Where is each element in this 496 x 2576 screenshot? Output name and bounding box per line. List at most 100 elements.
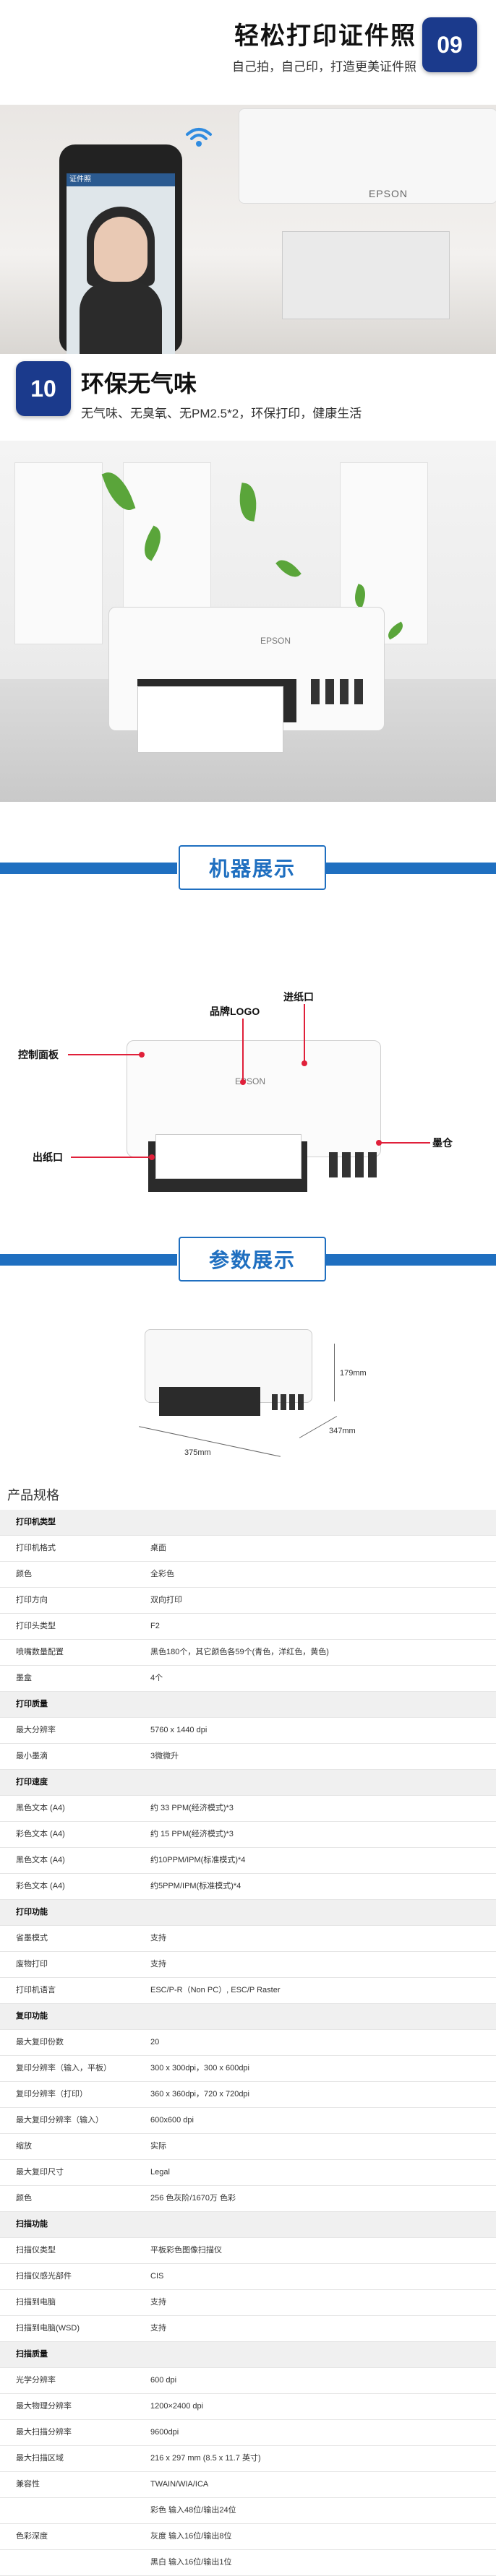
depth-dimension: 347mm [329,1427,356,1435]
machine-heading-title: 机器展示 [179,845,326,890]
section-10-badge: 10 [16,361,71,416]
ink-tank [325,679,334,704]
spec-key: 扫描质量 [16,2350,48,2359]
spec-row: 彩色文本 (A4) 约5PPM/IPM(标准模式)*4 [0,1874,496,1900]
spec-value: 支持 [150,2298,166,2307]
ink-tank [340,679,349,704]
heading-bar-right [325,863,496,874]
spec-key: 打印速度 [16,1778,48,1786]
spec-key: 打印方向 [16,1596,48,1604]
spec-key: 最大复印分辨率（输入） [16,2116,103,2125]
params-heading-title: 参数展示 [179,1237,326,1281]
spec-key: 颜色 [16,2194,32,2203]
printer-image: EPSON [108,607,385,787]
phone-screen: 证件照 [67,173,175,354]
ink-tank [342,1152,351,1177]
spec-key: 复印分辨率（输入，平板） [16,2064,111,2073]
spec-key: 兼容性 [16,2480,40,2489]
spec-row: 黑色文本 (A4)约 33 PPM(经济模式)*3 [0,1796,496,1822]
lead-dot [139,1052,145,1058]
callout-panel: 控制面板 [18,1049,59,1060]
spec-key: 彩色文本 (A4) [16,1830,65,1838]
spec-value: 600x600 dpi [150,2116,194,2125]
heading-bar-right [325,1254,496,1266]
spec-key: 光学分辨率 [16,2376,56,2385]
section-09-badge: 09 [422,17,477,72]
spec-row: 最大复印分辨率（输入） 600x600 dpi [0,2108,496,2134]
spec-value: 1200×2400 dpi [150,2402,204,2411]
spec-key: 最大扫描区域 [16,2454,64,2463]
smartphone: 证件照 [59,144,182,354]
spec-value: 216 x 297 mm (8.5 x 11.7 英寸) [150,2454,261,2463]
ink-tank [355,1152,364,1177]
spec-value: 约 15 PPM(经济模式)*3 [150,1830,234,1838]
dimension-printer [145,1329,325,1438]
spec-value: 支持 [150,1934,166,1942]
spec-row: 扫描到电脑(WSD)支持 [0,2316,496,2342]
spec-key: 缩放 [16,2142,32,2151]
lead-line [71,1157,150,1158]
ink-tank [289,1394,295,1410]
spec-row: 扫描仪类型平板彩色图像扫描仪 [0,2238,496,2264]
spec-key: 打印机格式 [16,1544,56,1552]
spec-key: 彩色文本 (A4) [16,1882,65,1890]
spec-row: 彩色文本 (A4) 约 15 PPM(经济模式)*3 [0,1822,496,1848]
printer-image: EPSON [239,108,496,325]
spec-value: 约5PPM/IPM(标准模式)*4 [150,1882,241,1890]
spec-row: 黑色文本 (A4)约10PPM/IPM(标准模式)*4 [0,1848,496,1874]
spec-key: 最大分辨率 [16,1726,56,1734]
spec-key: 喷嘴数量配置 [16,1648,64,1656]
printer-logo: EPSON [260,636,291,646]
spec-key: 最大物理分辨率 [16,2402,72,2411]
portrait-body [80,282,162,354]
spec-value: 实际 [150,2142,166,2151]
heading-bar-left [0,1254,177,1266]
machine-diagram: EPSON 进纸口 品牌LOGO 控制面板 墨仓 出纸口 [0,968,496,1206]
spec-key: 墨盒 [16,1674,32,1682]
spec-row: 缩放 实际 [0,2134,496,2160]
spec-key: 颜色 [16,1570,32,1578]
printed-paper [155,1134,302,1179]
spec-key: 打印质量 [16,1700,48,1708]
spec-key: 打印机类型 [16,1518,56,1526]
callout-out: 出纸口 [33,1151,63,1163]
spec-value: ESC/P-R（Non PC）, ESC/P Raster [150,1986,281,1994]
spec-row: 扫描到电脑 支持 [0,2290,496,2316]
section-10-subtitle: 无气味、无臭氧、无PM2.5*2，环保打印，健康生活 [81,407,362,420]
spec-row: 喷嘴数量配置黑色180个，其它颜色各59个(青色，洋红色，黄色) [0,1640,496,1666]
ink-tank [281,1394,286,1410]
spec-value: 360 x 360dpi，720 x 720dpi [150,2090,249,2099]
spec-key: 扫描仪感光部件 [16,2272,72,2281]
spec-value: 3微微升 [150,1752,179,1760]
spec-value: 300 x 300dpi，300 x 600dpi [150,2064,249,2073]
spec-row: 墨盒 4个 [0,1666,496,1692]
ink-tank [329,1152,338,1177]
spec-key: 扫描功能 [16,2220,48,2229]
heading-bar-left [0,863,177,874]
spec-key: 复印功能 [16,2012,48,2020]
spec-key: 打印机语言 [16,1986,56,1994]
spec-category-row: 打印功能 [0,1900,496,1926]
width-dimension: 375mm [184,1448,211,1457]
spec-value: 600 dpi [150,2376,177,2385]
spec-row: 复印分辨率（打印）360 x 360dpi，720 x 720dpi [0,2082,496,2108]
spec-value: 支持 [150,1960,166,1968]
spec-value: 全彩色 [150,1570,174,1578]
spec-value: 4个 [150,1674,163,1682]
spec-key: 最小墨滴 [16,1752,48,1760]
section-09: 轻松打印证件照 自己拍，自己印，打造更美证件照 09 证件照 EPSON [0,0,496,354]
spec-category-row: 打印机类型 [0,1510,496,1536]
spec-value: 约10PPM/IPM(标准模式)*4 [150,1856,246,1864]
spec-row: 最大物理分辨率 1200×2400 dpi [0,2394,496,2420]
section-09-title: 轻松打印证件照 [234,22,416,50]
spec-row: 复印分辨率（输入，平板） 300 x 300dpi，300 x 600dpi [0,2056,496,2082]
lead-dot [149,1154,155,1160]
spec-category-row: 扫描功能 [0,2212,496,2238]
section-10-title: 环保无气味 [81,371,197,397]
spec-row: 打印方向双向打印 [0,1588,496,1614]
spec-key: 扫描到电脑 [16,2298,56,2307]
